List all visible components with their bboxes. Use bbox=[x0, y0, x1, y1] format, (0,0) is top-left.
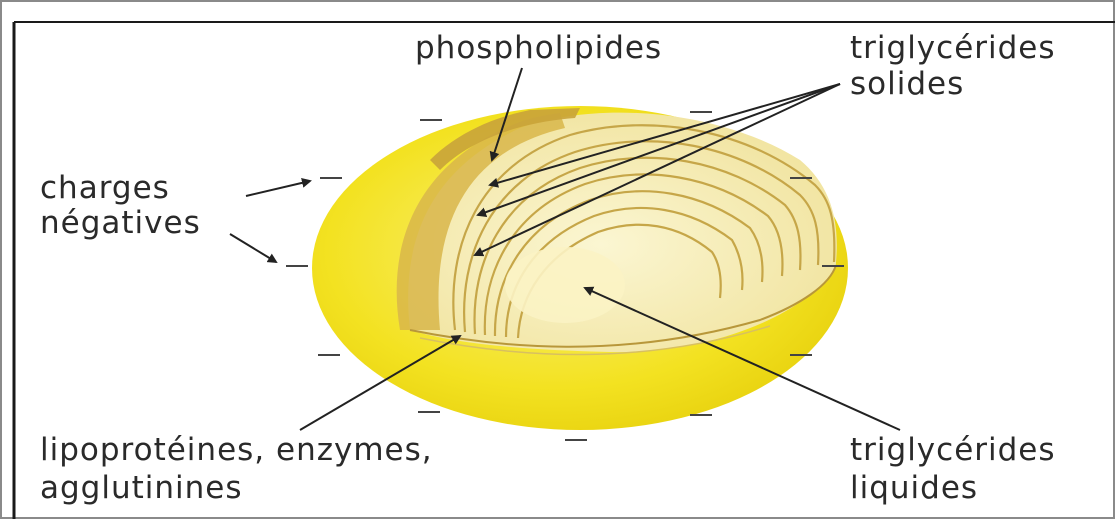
label-triglycerides-solides-2: solides bbox=[850, 66, 964, 102]
label-triglycerides-solides-1: triglycérides bbox=[850, 30, 1056, 66]
label-lipoproteines-2: agglutinines bbox=[40, 470, 243, 506]
label-triglycerides-liquides-2: liquides bbox=[850, 470, 978, 506]
label-charges-1: charges bbox=[40, 170, 170, 206]
label-charges-2: négatives bbox=[40, 205, 201, 241]
label-phospholipides: phospholipides bbox=[415, 30, 662, 66]
label-triglycerides-liquides-1: triglycérides bbox=[850, 432, 1056, 468]
arrow-charges-2 bbox=[230, 234, 276, 262]
arrow-charges-1 bbox=[246, 181, 310, 196]
label-lipoproteines-1: lipoprotéines, enzymes, bbox=[40, 432, 433, 468]
liquid-core bbox=[505, 247, 625, 323]
